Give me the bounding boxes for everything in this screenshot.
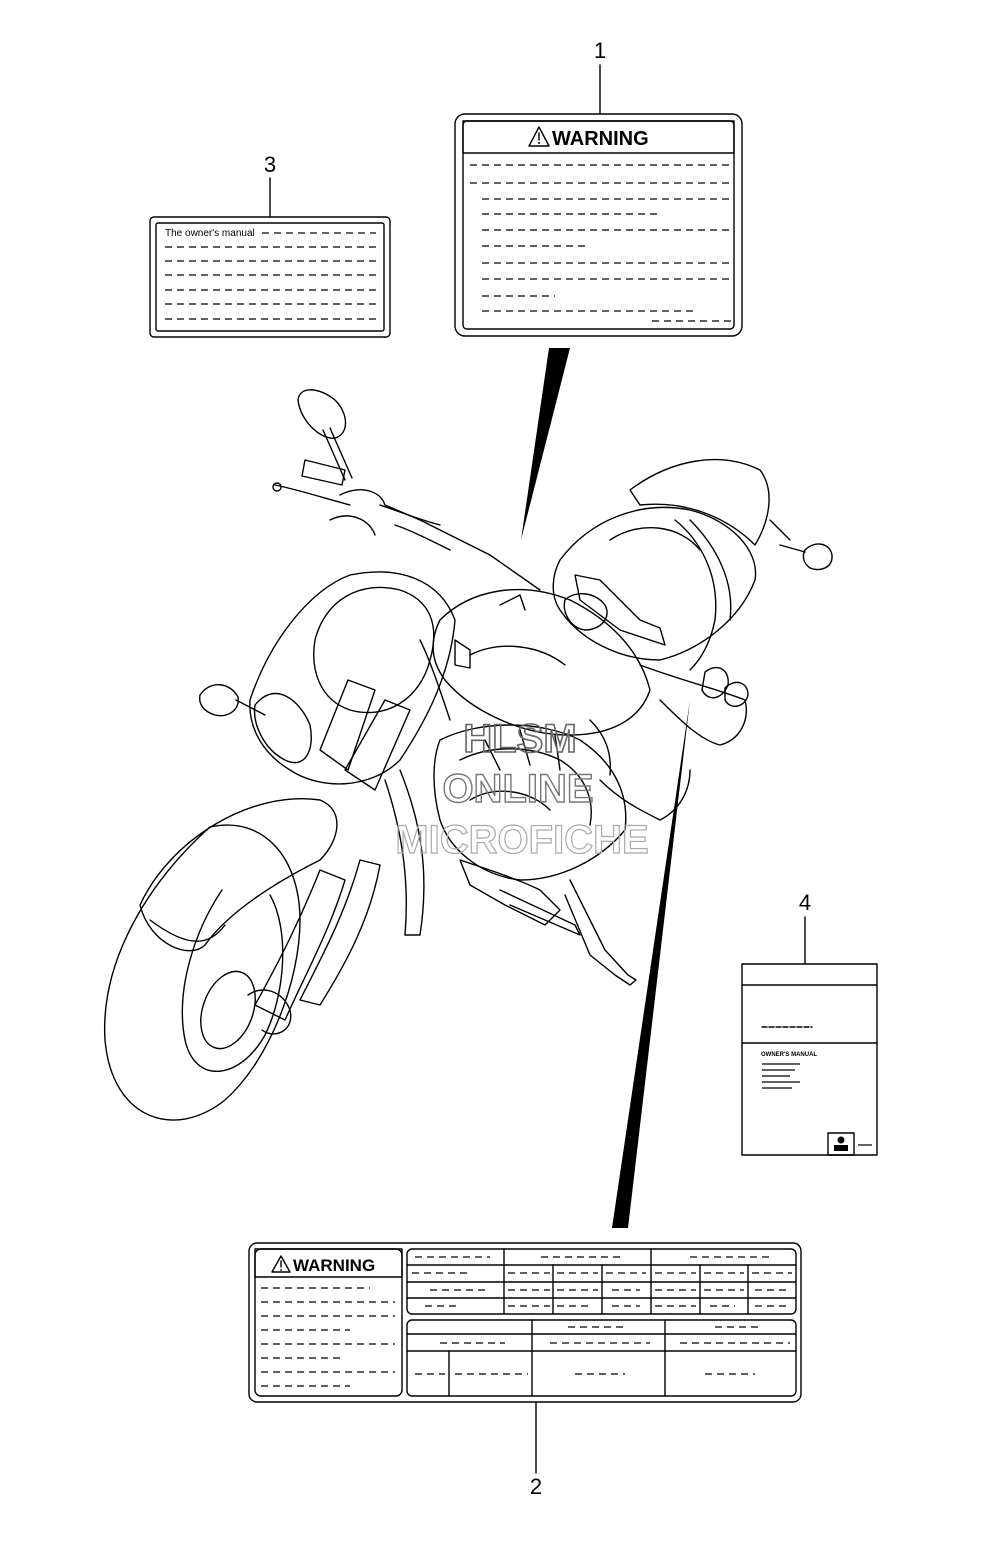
motorcycle-illustration — [103, 389, 833, 1121]
callout-number-4: 4 — [799, 890, 811, 915]
callout-number-2: 2 — [530, 1474, 542, 1499]
label-3-owners-manual-sticker[interactable]: The owner's manual — [149, 216, 391, 338]
callout-4: 4 — [799, 890, 811, 965]
label-3-heading: The owner's manual — [165, 228, 255, 239]
callout-3: 3 — [264, 152, 276, 217]
watermark-line-1: HLSM — [463, 717, 576, 761]
watermark: HLSM ONLINE MICROFICHE — [395, 716, 650, 862]
warning-triangle-icon — [271, 1255, 291, 1273]
label-2-heading: WARNING — [293, 1256, 375, 1275]
watermark-line-2: ONLINE — [442, 767, 593, 811]
callout-number-1: 1 — [594, 38, 606, 63]
callout-1: 1 — [594, 38, 606, 114]
label-1-heading: WARNING — [552, 128, 649, 150]
book-icon — [834, 1136, 848, 1151]
label-1-pointer — [521, 348, 570, 540]
label-4-owners-manual-booklet[interactable]: OWNER'S MANUAL — [741, 963, 878, 1156]
label-2-pointer — [612, 700, 690, 1228]
warning-triangle-icon — [528, 126, 550, 147]
label-2-tire-warning-sticker[interactable]: WARNING — [248, 1242, 802, 1403]
watermark-line-3: MICROFICHE — [395, 818, 648, 862]
label-4-caption: OWNER'S MANUAL — [761, 1052, 817, 1058]
callout-number-3: 3 — [264, 152, 276, 177]
callout-2: 2 — [530, 1402, 542, 1499]
label-1-warning-sticker[interactable]: WARNING — [454, 113, 743, 337]
